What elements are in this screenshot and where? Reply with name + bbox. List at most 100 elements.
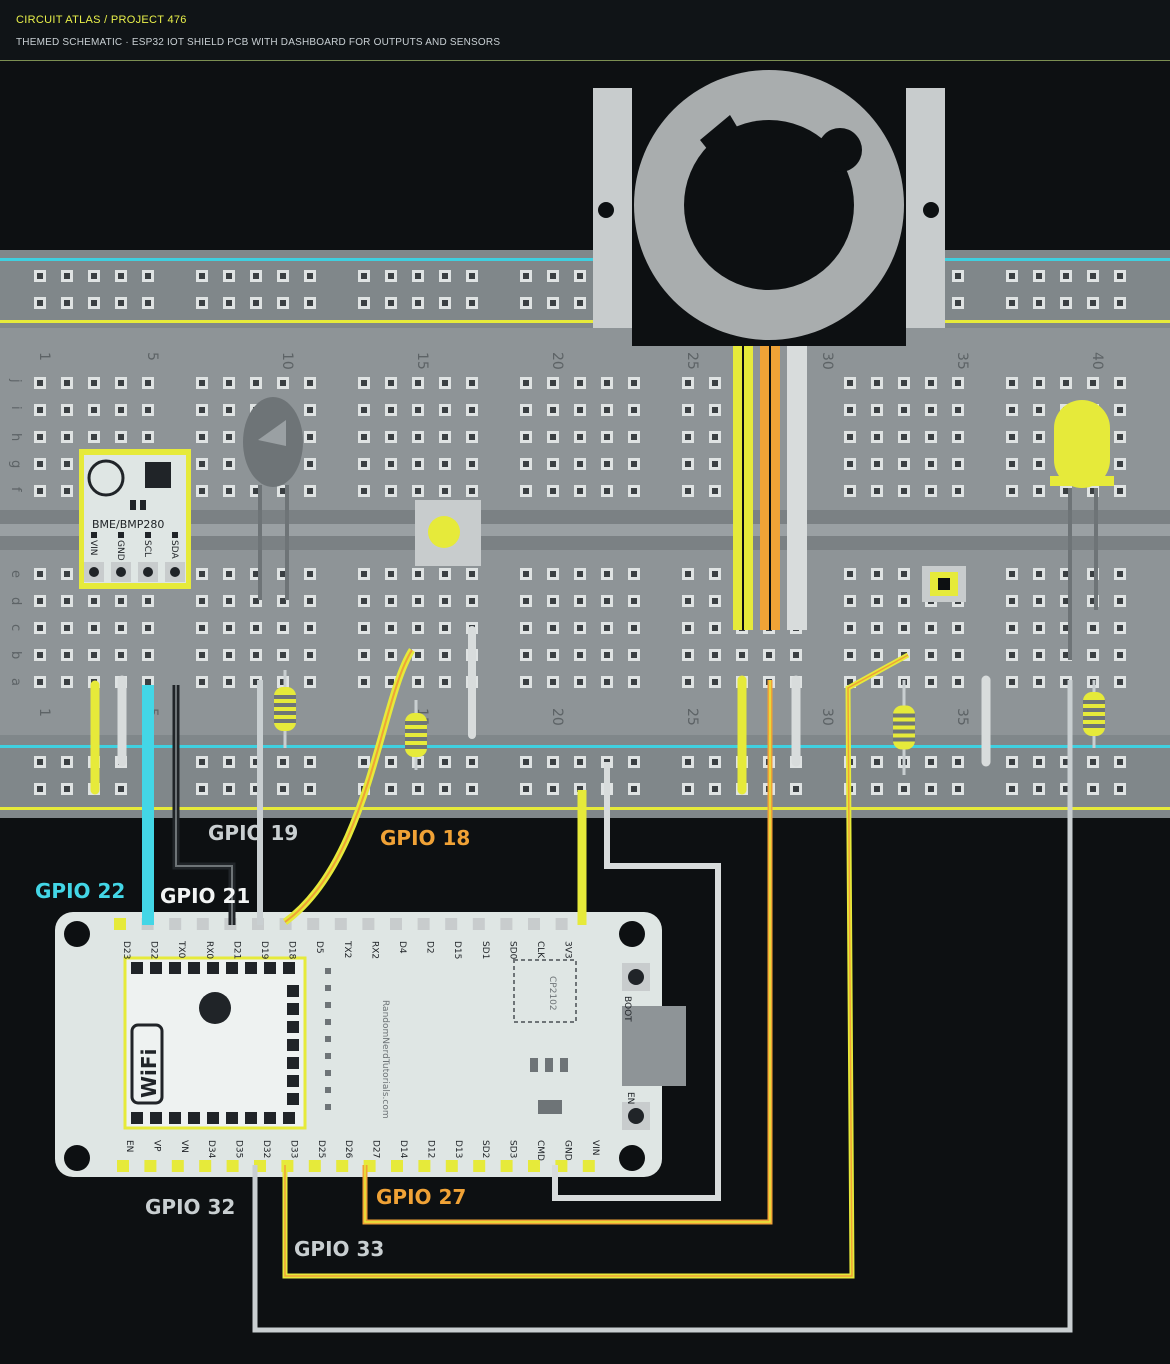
module-pad	[287, 1021, 299, 1033]
breadboard-hole-core	[118, 652, 124, 658]
breadboard-hole-core	[64, 300, 70, 306]
breadboard-hole-core	[199, 598, 205, 604]
breadboard-hole-core	[712, 679, 718, 685]
breadboard-hole-core	[91, 273, 97, 279]
breadboard-hole-core	[793, 786, 799, 792]
breadboard-hole-core	[1009, 300, 1015, 306]
breadboard-hole-core	[523, 652, 529, 658]
ir-sensor-icon	[243, 397, 303, 600]
module-pad	[188, 962, 200, 974]
breadboard-hole-core	[253, 786, 259, 792]
breadboard-hole-core	[145, 652, 151, 658]
breadboard-hole-core	[37, 461, 43, 467]
esp32-top-pin-label: TX2	[342, 940, 352, 958]
esp32-bottom-pin	[308, 1160, 321, 1172]
breadboard-hole-core	[226, 786, 232, 792]
breadboard-hole-core	[388, 759, 394, 765]
breadboard-hole-core	[415, 625, 421, 631]
breadboard-hole-core	[523, 273, 529, 279]
breadboard-hole-core	[955, 434, 961, 440]
breadboard-hole-core	[37, 759, 43, 765]
breadboard-hole-core	[523, 461, 529, 467]
breadboard-hole-core	[1090, 571, 1096, 577]
breadboard-hole-core	[118, 273, 124, 279]
breadboard-hole-core	[91, 434, 97, 440]
smd-3	[560, 1058, 568, 1072]
breadboard-hole-core	[1036, 679, 1042, 685]
breadboard-hole-core	[928, 625, 934, 631]
breadboard-hole-core	[361, 571, 367, 577]
breadboard-hole-core	[91, 407, 97, 413]
center-groove	[0, 524, 1170, 536]
breadboard-hole-core	[307, 652, 313, 658]
breadboard-hole-core	[415, 786, 421, 792]
resistor-band	[1083, 716, 1105, 720]
breadboard-hole-core	[1063, 598, 1069, 604]
top-power-rail	[0, 250, 1170, 328]
breadboard-hole-core	[550, 652, 556, 658]
breadboard-hole-core	[1036, 759, 1042, 765]
bme-cap-1	[130, 500, 136, 510]
breadboard-hole-core	[1009, 759, 1015, 765]
bme-pin-label: GND	[115, 540, 125, 561]
breadboard-hole-core	[415, 461, 421, 467]
breadboard-hole-core	[37, 598, 43, 604]
column-mark: 35	[954, 352, 970, 370]
led-rim	[1050, 476, 1114, 486]
gpio-labels: GPIO 19 GPIO 18 GPIO 22 GPIO 21 GPIO 32 …	[35, 821, 470, 1261]
breadboard-hole-core	[442, 625, 448, 631]
breadboard-hole-core	[388, 786, 394, 792]
breadboard-hole-core	[712, 407, 718, 413]
esp32-bottom-pin-label: D32	[261, 1140, 271, 1158]
breadboard-hole-core	[442, 380, 448, 386]
module-dot	[325, 1070, 331, 1076]
breadboard-hole-core	[955, 759, 961, 765]
breadboard-hole-core	[685, 598, 691, 604]
esp32-bottom-pin	[473, 1160, 486, 1172]
breadboard-hole-core	[847, 488, 853, 494]
column-mark: 30	[819, 352, 835, 370]
breadboard-hole-core	[469, 300, 475, 306]
breadboard-hole-core	[874, 407, 880, 413]
photoresistor-icon	[922, 566, 966, 602]
breadboard-hole-core	[91, 380, 97, 386]
breadboard-hole-core	[550, 786, 556, 792]
breadboard-hole-core	[577, 598, 583, 604]
esp32-top-pin	[307, 918, 320, 930]
breadboard-hole-core	[199, 679, 205, 685]
esp32-bottom-pin-label: D34	[206, 1140, 216, 1159]
breadboard-hole-core	[1090, 786, 1096, 792]
module-pad	[245, 1112, 257, 1124]
breadboard-hole-core	[1117, 759, 1123, 765]
button-cap	[428, 516, 460, 548]
breadboard-hole-core	[928, 461, 934, 467]
breadboard-hole-core	[307, 571, 313, 577]
breadboard-hole-core	[145, 380, 151, 386]
servo-hub	[684, 120, 854, 290]
esp32-top-pin-label: RX2	[369, 941, 379, 959]
breadboard-hole-core	[118, 300, 124, 306]
breadboard-hole-core	[118, 598, 124, 604]
breadboard-hole-core	[847, 625, 853, 631]
esp32-bottom-pin	[144, 1160, 157, 1172]
breadboard-hole-core	[37, 407, 43, 413]
breadboard-hole-core	[1036, 598, 1042, 604]
breadboard-hole-core	[1036, 300, 1042, 306]
breadboard-hole-core	[523, 571, 529, 577]
esp32-top-pin-label: D4	[397, 941, 407, 954]
bme-label: BME/BMP280	[92, 518, 164, 531]
breadboard-hole-core	[550, 571, 556, 577]
breadboard-hole-core	[577, 461, 583, 467]
module-pad	[150, 1112, 162, 1124]
module-pad	[287, 1075, 299, 1087]
breadboard-hole-core	[1117, 461, 1123, 467]
breadboard-hole-core	[1090, 380, 1096, 386]
breadboard-hole-core	[955, 652, 961, 658]
row-mark: i	[8, 406, 23, 410]
esp32-top-pin	[472, 918, 485, 930]
breadboard-hole-core	[226, 300, 232, 306]
breadboard-hole-core	[469, 434, 475, 440]
breadboard-hole-core	[712, 461, 718, 467]
breadboard-hole-core	[901, 380, 907, 386]
breadboard-hole-core	[874, 786, 880, 792]
